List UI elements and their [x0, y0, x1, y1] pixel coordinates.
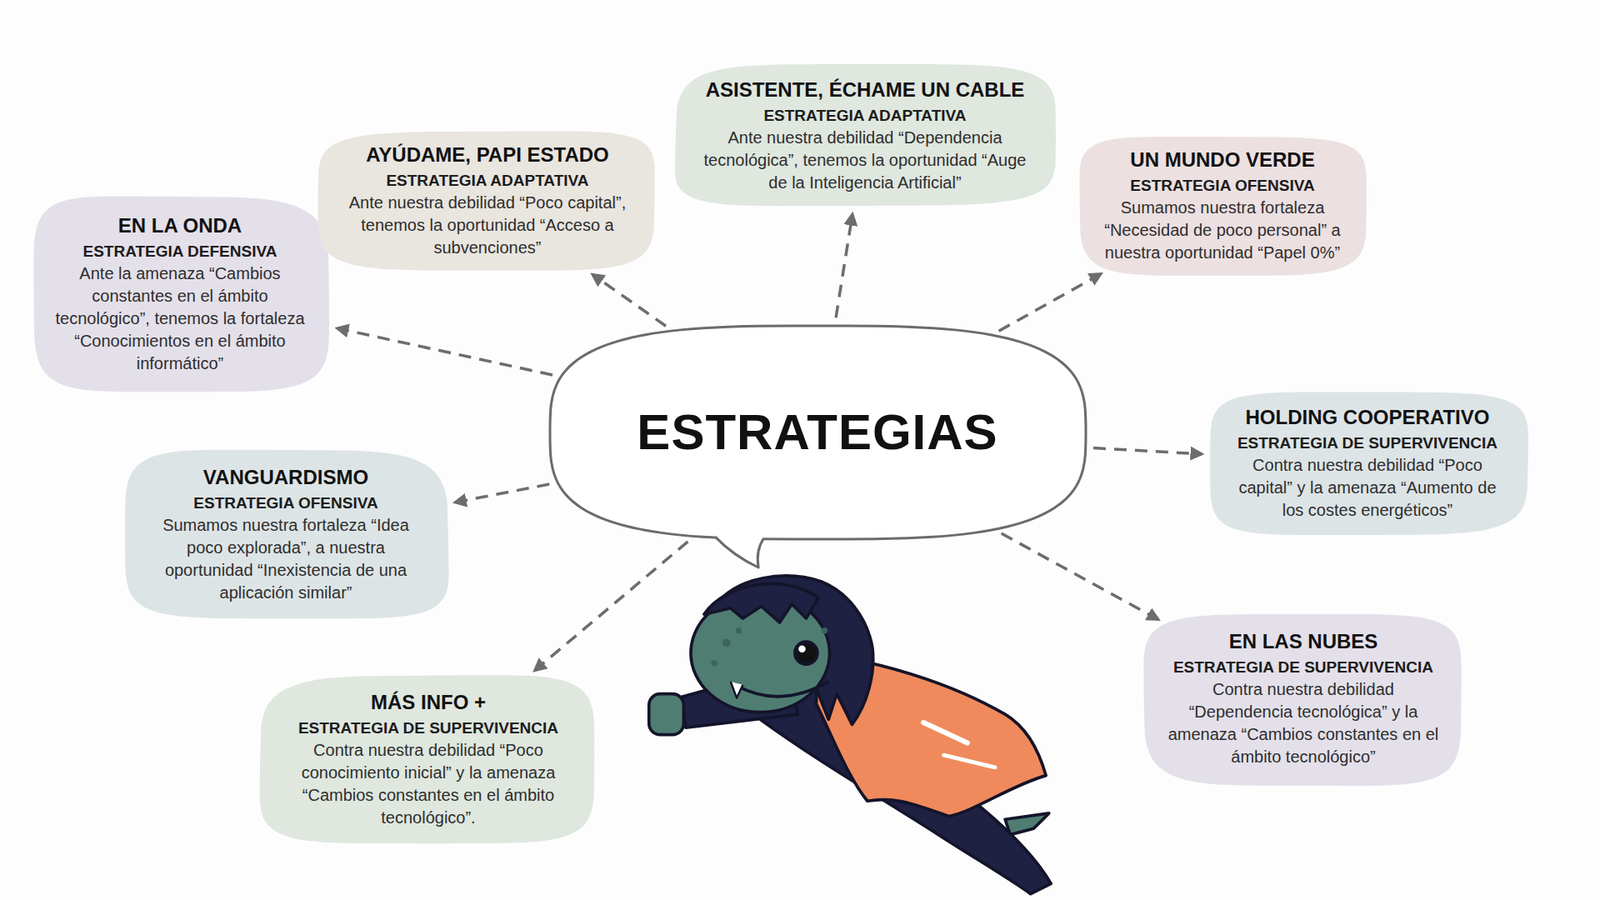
strategy-type: ESTRATEGIA DE SUPERVIVENCIA	[1230, 432, 1505, 454]
mascot-tail	[1005, 813, 1050, 835]
mascot-spot	[722, 639, 731, 648]
strategy-description: Contra nuestra debilidad “Dependencia te…	[1165, 678, 1441, 769]
strategy-description: Ante nuestra debilidad “Poco capital”, t…	[345, 191, 630, 260]
strategy-name: MÁS INFO +	[286, 690, 570, 715]
bubble-tail-fill	[715, 531, 764, 568]
dashed-arrow	[1093, 448, 1202, 455]
dashed-arrow	[835, 214, 853, 318]
text-group: EN LA ONDAESTRATEGIA DEFENSIVAAnte la am…	[55, 213, 305, 375]
strategy-blob: ASISTENTE, ÉCHAME UN CABLEESTRATEGIA ADA…	[666, 60, 1064, 210]
dashed-arrow	[535, 541, 689, 671]
strategy-name: ASISTENTE, ÉCHAME UN CABLE	[702, 77, 1028, 103]
text-group: UN MUNDO VERDEESTRATEGIA OFENSIVASumamos…	[1101, 147, 1344, 265]
mascot-spot	[821, 627, 828, 634]
strategy-name: VANGUARDISMO	[148, 465, 424, 490]
dashed-arrow	[455, 484, 550, 503]
strategy-type: ESTRATEGIA OFENSIVA	[1101, 175, 1344, 196]
strategy-type: ESTRATEGIA DEFENSIVA	[55, 240, 305, 262]
strategy-description: Ante nuestra debilidad “Dependencia tecn…	[702, 126, 1028, 195]
strategy-description: Ante la amenaza “Cambios constantes en e…	[55, 262, 305, 375]
bubble-outline	[550, 325, 1086, 540]
strategy-description: Sumamos nuestra fortaleza “Idea poco exp…	[148, 514, 424, 605]
strategy-blob: VANGUARDISMOESTRATEGIA OFENSIVASumamos n…	[118, 445, 454, 625]
cape-highlight	[923, 722, 968, 743]
text-group: MÁS INFO +ESTRATEGIA DE SUPERVIVENCIACon…	[286, 690, 570, 830]
text-group: EN LAS NUBESESTRATEGIA DE SUPERVIVENCIAC…	[1165, 629, 1441, 769]
mascot-spot	[710, 660, 717, 666]
speech-bubble: ESTRATEGIAS	[547, 323, 1089, 570]
mascot-spot	[735, 627, 742, 634]
strategy-description: Contra nuestra debilidad “Poco conocimie…	[286, 739, 570, 830]
strategy-type: ESTRATEGIA ADAPTATIVA	[702, 105, 1028, 126]
dashed-arrow	[999, 274, 1101, 332]
strategy-name: EN LA ONDA	[55, 213, 305, 239]
strategy-description: Sumamos nuestra fortaleza “Necesidad de …	[1101, 196, 1344, 265]
text-group: AYÚDAME, PAPI ESTADOESTRATEGIA ADAPTATIV…	[345, 142, 630, 260]
strategy-type: ESTRATEGIA DE SUPERVIVENCIA	[1165, 656, 1441, 678]
mascot-tooth	[730, 681, 744, 699]
bubble-tail	[715, 536, 764, 568]
strategy-type: ESTRATEGIA DE SUPERVIVENCIA	[286, 717, 570, 739]
text-group: VANGUARDISMOESTRATEGIA OFENSIVASumamos n…	[148, 465, 424, 605]
text-group: HOLDING COOPERATIVOESTRATEGIA DE SUPERVI…	[1230, 405, 1505, 522]
strategy-name: HOLDING COOPERATIVO	[1230, 405, 1505, 430]
strategy-blob: UN MUNDO VERDEESTRATEGIA OFENSIVASumamos…	[1075, 130, 1370, 280]
text-group: ESTRATEGIAS	[589, 403, 1047, 462]
strategy-type: ESTRATEGIA ADAPTATIVA	[345, 170, 630, 191]
strategy-blob: MÁS INFO +ESTRATEGIA DE SUPERVIVENCIACon…	[255, 670, 602, 850]
mascot-eye-shine	[798, 645, 806, 653]
blob-fill	[259, 675, 594, 844]
dashed-arrow	[337, 328, 553, 375]
text-group: ASISTENTE, ÉCHAME UN CABLEESTRATEGIA ADA…	[702, 77, 1028, 195]
cape-highlight	[944, 755, 995, 768]
blob-fill	[1080, 136, 1367, 276]
mascot-fringe	[704, 583, 819, 622]
blob-fill	[317, 131, 655, 271]
mascot-fist	[649, 694, 685, 735]
strategy-name: UN MUNDO VERDE	[1101, 147, 1344, 173]
strategy-blob: AYÚDAME, PAPI ESTADOESTRATEGIA ADAPTATIV…	[315, 125, 661, 275]
dashed-arrow	[1001, 533, 1159, 620]
strategy-description: Contra nuestra debilidad “Poco capital” …	[1230, 454, 1505, 522]
strategy-name: AYÚDAME, PAPI ESTADO	[345, 142, 630, 168]
strategy-blob: HOLDING COOPERATIVOESTRATEGIA DE SUPERVI…	[1200, 388, 1535, 538]
dashed-arrow	[592, 275, 666, 327]
blob-fill	[1210, 392, 1529, 536]
bubble-title: ESTRATEGIAS	[589, 403, 1047, 462]
strategy-type: ESTRATEGIA OFENSIVA	[148, 492, 424, 514]
mascot-eye	[795, 641, 818, 665]
strategy-blob: EN LA ONDAESTRATEGIA DEFENSIVAAnte la am…	[27, 190, 333, 399]
strategy-blob: EN LAS NUBESESTRATEGIA DE SUPERVIVENCIAC…	[1135, 610, 1471, 789]
blob-fill	[675, 64, 1056, 206]
blob-fill	[125, 450, 449, 620]
strategy-name: EN LAS NUBES	[1165, 629, 1441, 655]
blob-fill	[34, 195, 330, 392]
mascot-smile	[736, 681, 829, 697]
blob-fill	[1143, 614, 1461, 786]
